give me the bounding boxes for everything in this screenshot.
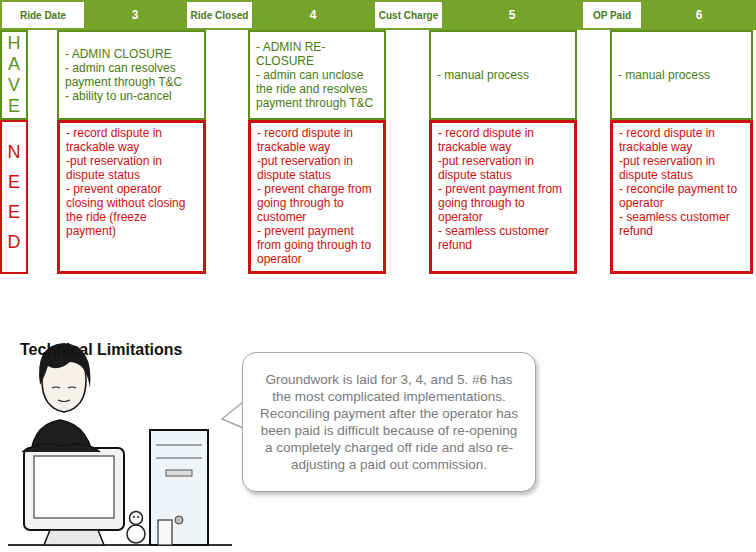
node-text: - record dispute in trackable way [257, 126, 377, 154]
text-group: 6 [696, 8, 703, 22]
node-text: - seamless customer refund [619, 210, 744, 238]
have-box: - ADMIN CLOSURE- admin can resolves paym… [57, 30, 206, 120]
node-text: 6 [696, 8, 703, 22]
node-text: Ride Date [20, 10, 66, 21]
need-box: - record dispute in trackable way-put re… [57, 120, 206, 274]
text-group: - record dispute in trackable way-put re… [438, 126, 568, 252]
text-group: 5 [509, 8, 516, 22]
node-text: - admin can resolves payment through T&C [65, 61, 198, 89]
node-text: - manual process [437, 68, 569, 82]
text-group: OP Paid [593, 10, 631, 21]
text-group: N E E D [5, 137, 23, 257]
column-label: Ride Date [2, 2, 84, 28]
text-group: - record dispute in trackable way-put re… [619, 126, 744, 238]
node-text: N E E D [5, 137, 23, 257]
column-number: 6 [642, 0, 756, 30]
node-text: - ADMIN CLOSURE [65, 47, 198, 61]
node-text: -put reservation in dispute status [438, 154, 568, 182]
node-text: - record dispute in trackable way [619, 126, 744, 154]
person-at-computer [8, 343, 232, 545]
node-text: - prevent operator closing without closi… [66, 182, 197, 238]
node-text: 3 [132, 8, 139, 22]
column-number: 4 [253, 0, 373, 30]
row-header: H A V E [0, 30, 28, 120]
node-text: 4 [310, 8, 317, 22]
node-text: H A V E [5, 33, 23, 117]
node-text: - record dispute in trackable way [66, 126, 197, 154]
node-text: - manual process [618, 68, 745, 82]
node-text: - ability to un-cancel [65, 89, 198, 103]
text-group: Ride Date [20, 10, 66, 21]
column-label: OP Paid [583, 2, 641, 28]
text-group: - record dispute in trackable way-put re… [66, 126, 197, 238]
text-group: H A V E [5, 33, 23, 117]
column-number: 3 [85, 0, 185, 30]
have-box: - manual process [429, 30, 577, 120]
node-text: - record dispute in trackable way [438, 126, 568, 154]
text-group: Groundwork is laid for 3, 4, and 5. #6 h… [257, 371, 521, 473]
text-group: - ADMIN RE-CLOSURE- admin can unclose th… [256, 40, 378, 110]
node-text: -put reservation in dispute status [257, 154, 377, 182]
node-text: - prevent payment from going through to … [257, 224, 377, 266]
node-text: - ADMIN RE-CLOSURE [256, 40, 378, 68]
text-group: - record dispute in trackable way-put re… [257, 126, 377, 266]
node-text: Ride Closed [191, 10, 249, 21]
column-label: Cust Charge [375, 2, 442, 28]
node-text: - admin can unclose the ride and resolve… [256, 68, 378, 110]
node-text: - prevent charge from going through to c… [257, 182, 377, 224]
node-text: -put reservation in dispute status [66, 154, 197, 182]
column-number: 5 [443, 0, 581, 30]
node-text: - seamless customer refund [438, 224, 568, 252]
node-text: 5 [509, 8, 516, 22]
node-text: OP Paid [593, 10, 631, 21]
node-text: Groundwork is laid for 3, 4, and 5. #6 h… [257, 371, 521, 473]
speech-bubble: Groundwork is laid for 3, 4, and 5. #6 h… [242, 352, 536, 492]
text-group: 3 [132, 8, 139, 22]
need-box: - record dispute in trackable way-put re… [429, 120, 577, 274]
node-text: Cust Charge [379, 10, 438, 21]
text-group: - manual process [618, 68, 745, 82]
column-label: Ride Closed [187, 2, 252, 28]
text-group: 4 [310, 8, 317, 22]
row-header: N E E D [0, 120, 28, 274]
text-group: - ADMIN CLOSURE- admin can resolves paym… [65, 47, 198, 103]
text-group: - manual process [437, 68, 569, 82]
need-box: - record dispute in trackable way-put re… [248, 120, 386, 274]
node-text: -put reservation in dispute status [619, 154, 744, 182]
text-group: Cust Charge [379, 10, 438, 21]
need-box: - record dispute in trackable way-put re… [610, 120, 753, 274]
have-box: - ADMIN RE-CLOSURE- admin can unclose th… [248, 30, 386, 120]
have-box: - manual process [610, 30, 753, 120]
section-title: Technical Limitations [20, 341, 182, 359]
node-text: - reconcile payment to operator [619, 182, 744, 210]
text-group: Ride Closed [191, 10, 249, 21]
node-text: - prevent payment from going through to … [438, 182, 568, 224]
